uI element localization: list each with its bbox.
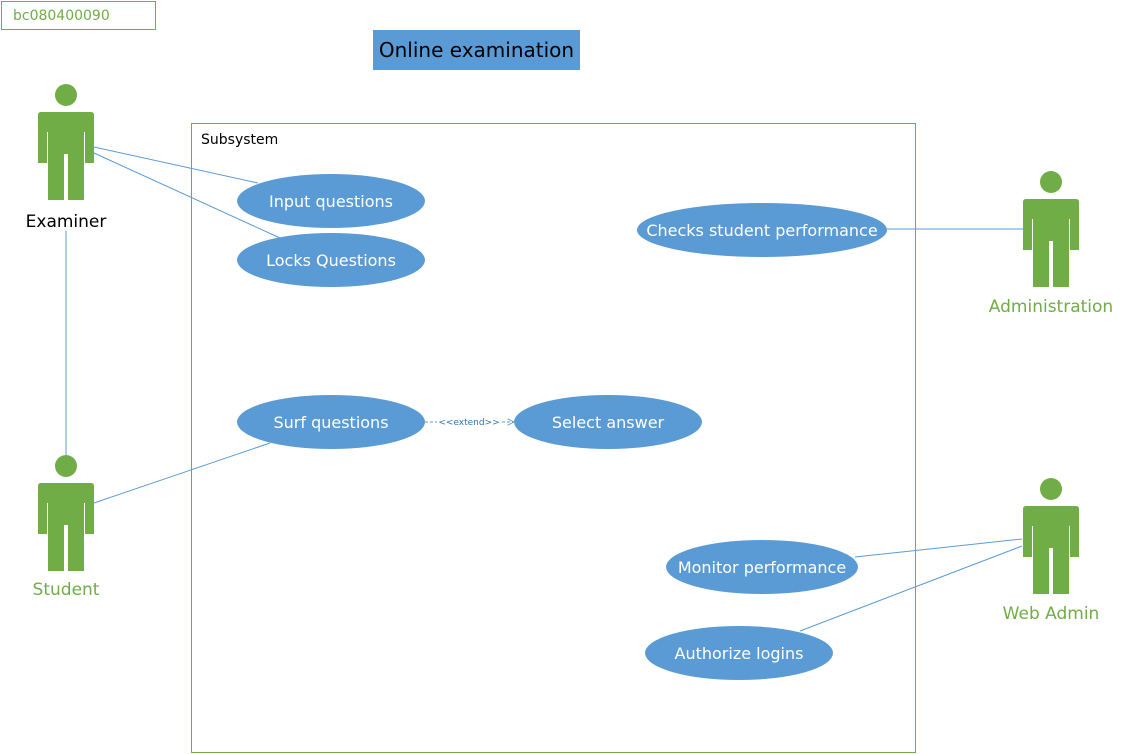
actor-web-admin: Web Admin xyxy=(1003,478,1100,624)
actor-examiner: Examiner xyxy=(26,84,107,232)
use-case-surf-questions[interactable]: Surf questions xyxy=(237,395,425,449)
use-case-label: Select answer xyxy=(552,413,665,432)
subsystem-boundary: Subsystem xyxy=(191,123,916,753)
use-case-input-questions[interactable]: Input questions xyxy=(237,174,425,228)
use-case-select-answer[interactable]: Select answer xyxy=(514,395,702,449)
use-case-label: Surf questions xyxy=(273,413,388,432)
extend-label: <<extend>> xyxy=(438,418,499,428)
use-case-label: Monitor performance xyxy=(678,558,846,577)
person-icon xyxy=(38,455,94,571)
use-case-locks-questions[interactable]: Locks Questions xyxy=(237,233,425,287)
subsystem-label: Subsystem xyxy=(201,132,279,148)
person-icon xyxy=(38,84,94,200)
actor-label: Web Admin xyxy=(1003,604,1100,624)
id-label: bc080400090 xyxy=(1,1,156,30)
person-icon xyxy=(1023,171,1079,287)
use-case-label: Locks Questions xyxy=(266,251,396,270)
diagram-title: Online examination xyxy=(373,30,580,70)
assoc-webadmin-authorize-logins xyxy=(799,545,1023,632)
assoc-examiner-locks-questions xyxy=(93,152,281,239)
actor-label: Examiner xyxy=(26,212,107,232)
use-case-checks-student-performance[interactable]: Checks student performance xyxy=(637,203,887,257)
use-case-authorize-logins[interactable]: Authorize logins xyxy=(645,626,833,680)
assoc-examiner-input-questions xyxy=(93,146,259,184)
assoc-student-surf-questions xyxy=(93,442,271,504)
actor-label: Administration xyxy=(989,297,1113,317)
actor-label: Student xyxy=(33,580,100,600)
associations xyxy=(65,146,1024,632)
actor-student: Student xyxy=(33,455,100,600)
extend-relationship: <<extend>> xyxy=(425,418,514,428)
use-case-label: Input questions xyxy=(269,192,393,211)
actor-administration: Administration xyxy=(989,171,1113,317)
use-case-monitor-performance[interactable]: Monitor performance xyxy=(666,540,858,594)
use-case-label: Checks student performance xyxy=(646,221,877,240)
use-case-label: Authorize logins xyxy=(675,644,804,663)
person-icon xyxy=(1023,478,1079,594)
assoc-webadmin-monitor-performance xyxy=(854,538,1023,558)
